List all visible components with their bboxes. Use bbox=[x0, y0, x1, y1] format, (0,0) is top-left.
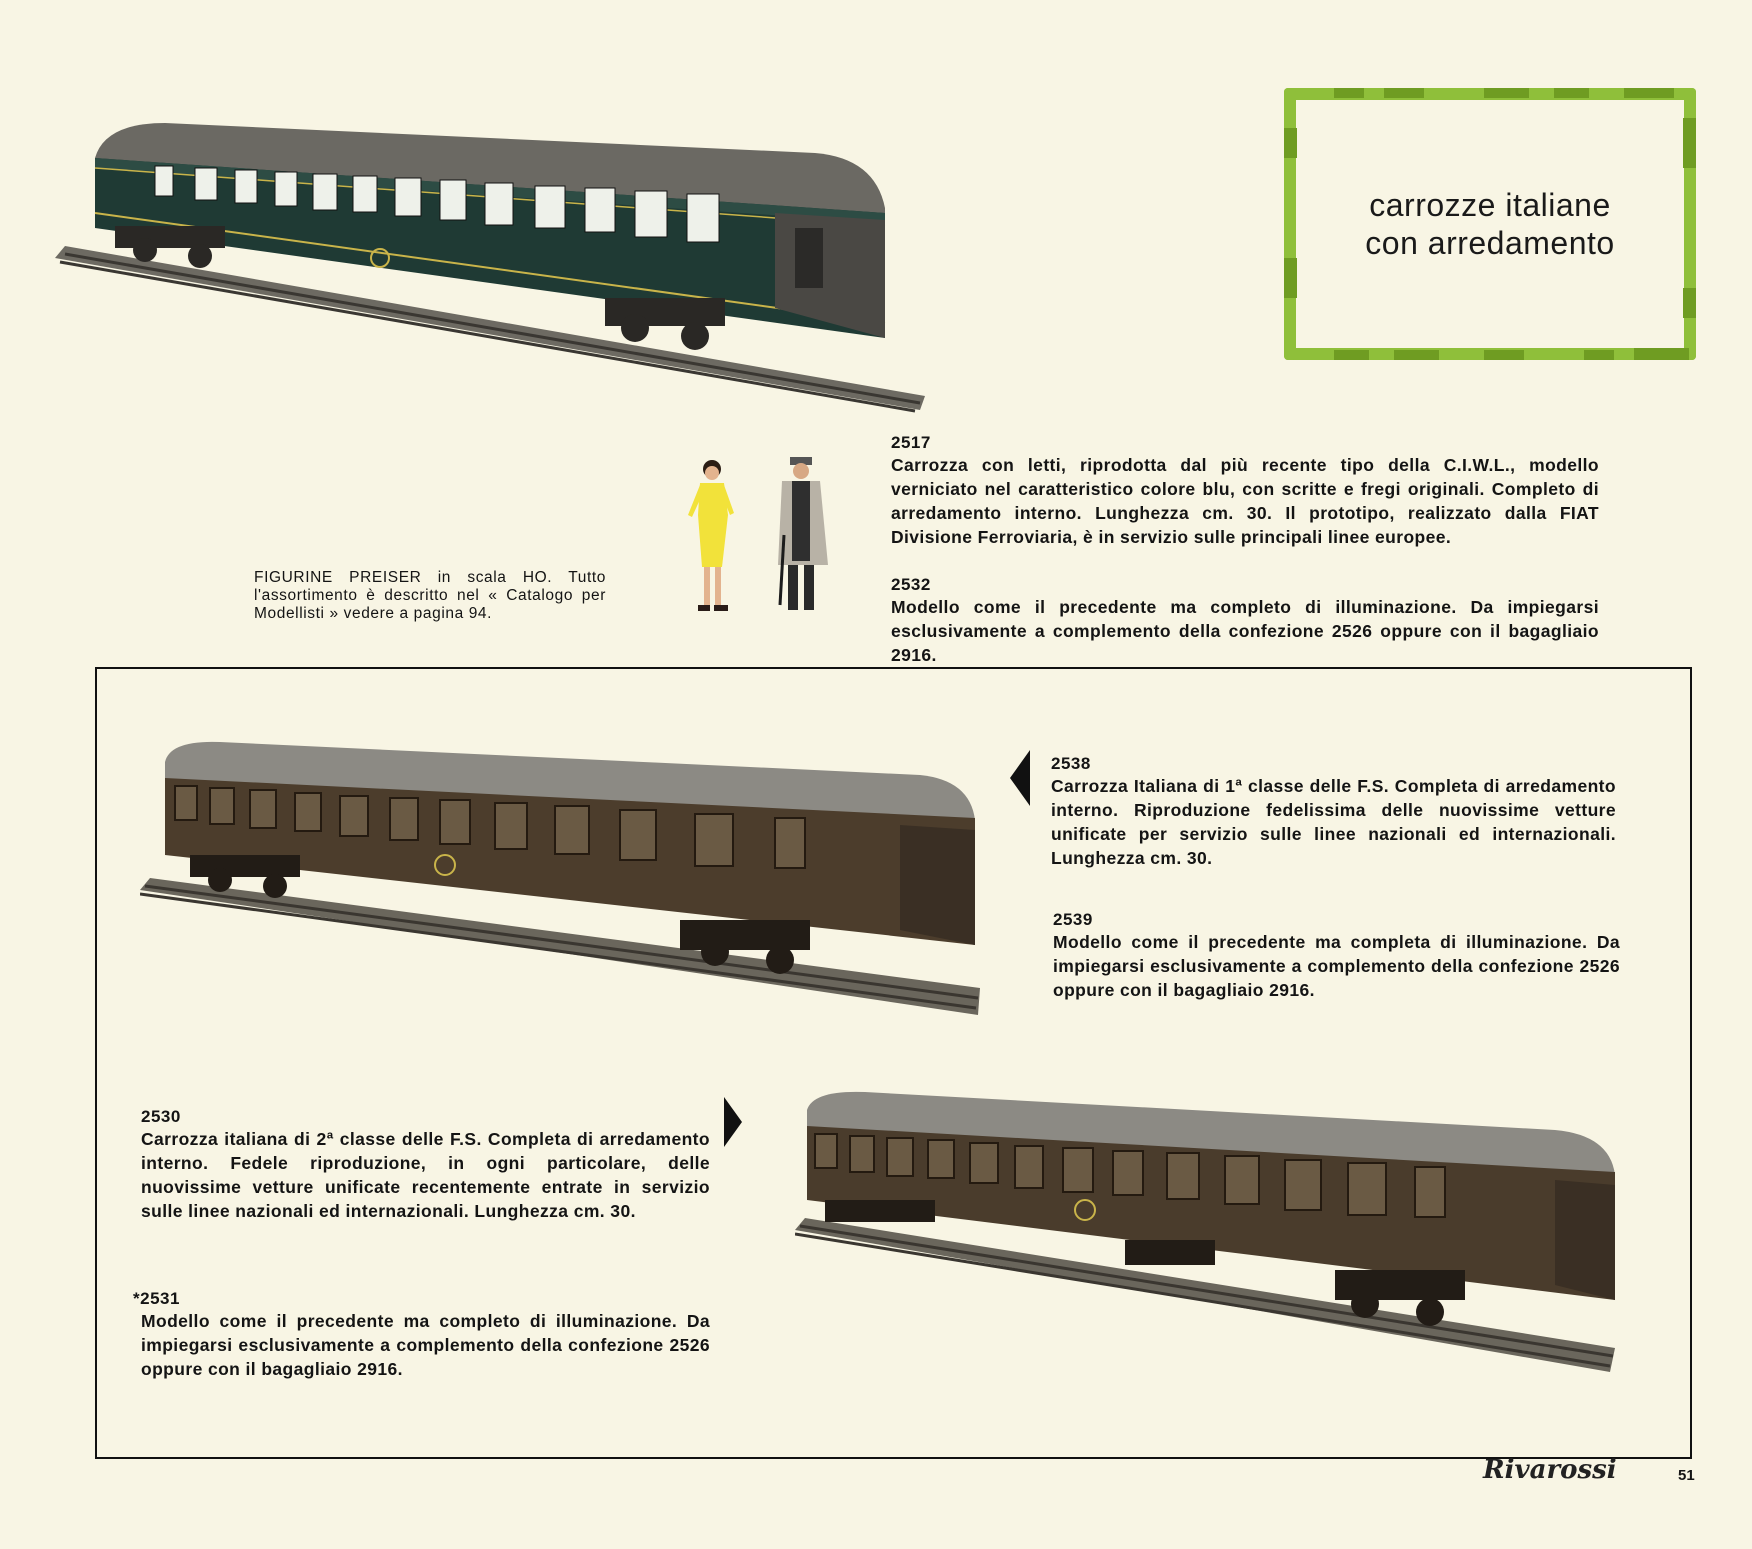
product-code: 2539 bbox=[1053, 910, 1093, 929]
fs-cars-frame bbox=[95, 667, 1692, 1459]
product-code: *2531 bbox=[133, 1289, 180, 1308]
section-title-line2: con arredamento bbox=[1365, 225, 1615, 261]
section-title: carrozze italiane con arredamento bbox=[1300, 186, 1680, 262]
product-description: Carrozza con letti, riprodotta dal più r… bbox=[891, 455, 1599, 547]
product-2538: 2538 Carrozza Italiana di 1ª classe dell… bbox=[1051, 754, 1616, 870]
product-description: Carrozza Italiana di 1ª classe delle F.S… bbox=[1051, 776, 1616, 868]
product-2517: 2517 Carrozza con letti, riprodotta dal … bbox=[891, 433, 1599, 549]
product-2532: 2532 Modello come il precedente ma compl… bbox=[891, 575, 1599, 667]
product-code: 2538 bbox=[1051, 754, 1091, 773]
product-2530: 2530 Carrozza italiana di 2ª classe dell… bbox=[141, 1107, 710, 1223]
figurines-caption: FIGURINE PREISER in scala HO. Tutto l'as… bbox=[254, 569, 606, 622]
fs-first-class-car-image bbox=[140, 741, 980, 1015]
product-code: 2530 bbox=[141, 1107, 181, 1126]
section-title-line1: carrozze italiane bbox=[1369, 187, 1611, 223]
product-description: Modello come il precedente ma completa d… bbox=[1053, 932, 1620, 1000]
title-frame-border bbox=[1284, 88, 1696, 360]
fs-second-class-car-image bbox=[795, 1091, 1615, 1372]
sleeping-car-2517-image bbox=[55, 123, 925, 413]
product-2539: 2539 Modello come il precedente ma compl… bbox=[1053, 910, 1620, 1002]
product-code: 2532 bbox=[891, 575, 931, 594]
product-2531: *2531 Modello come il precedente ma comp… bbox=[133, 1289, 710, 1381]
product-description: Modello come il precedente ma completo d… bbox=[141, 1311, 710, 1379]
pointer-left-icon bbox=[1010, 750, 1030, 806]
pointer-right-icon bbox=[724, 1097, 742, 1147]
preiser-figurines-image bbox=[688, 457, 828, 611]
product-description: Modello come il precedente ma completo d… bbox=[891, 597, 1599, 665]
product-code: 2517 bbox=[891, 433, 931, 452]
page-number: 51 bbox=[1678, 1467, 1695, 1484]
product-description: Carrozza italiana di 2ª classe delle F.S… bbox=[141, 1129, 710, 1221]
brand-logo: Rivarossi bbox=[1483, 1455, 1617, 1485]
